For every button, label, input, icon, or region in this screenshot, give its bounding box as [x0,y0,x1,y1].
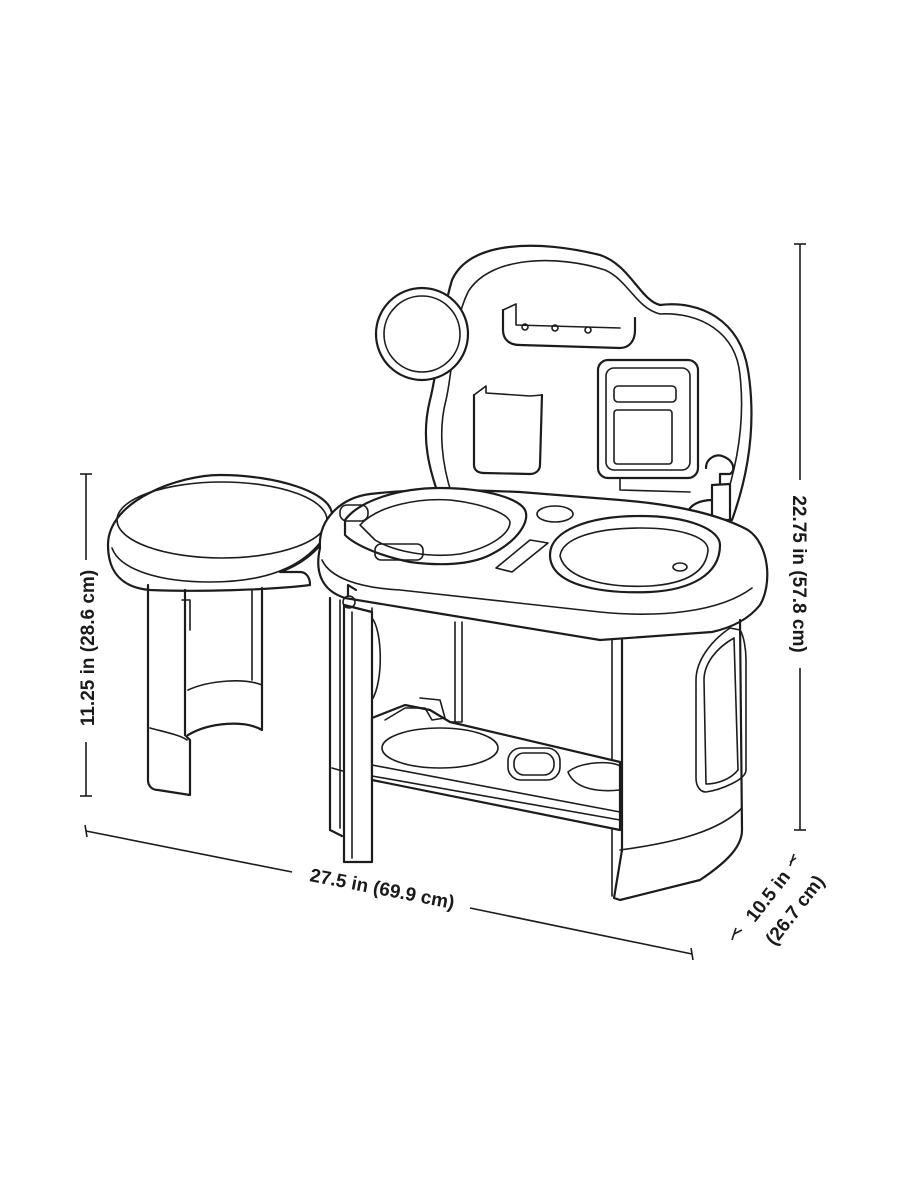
vanity-drawing [317,244,769,902]
stool-drawing [106,473,334,797]
stool-height-dimension: 11.25 in (28.6 cm) [78,473,99,797]
width-label: 27.5 in (69.9 cm) [308,865,456,914]
width-dimension: 27.5 in (69.9 cm) [84,824,694,961]
stool-height-label: 11.25 in (28.6 cm) [78,570,99,726]
depth-dimension: 10.5 in (26.7 cm) [731,853,829,950]
height-dimension: 22.75 in (57.8 cm) [788,243,809,831]
height-label: 22.75 in (57.8 cm) [788,495,809,652]
